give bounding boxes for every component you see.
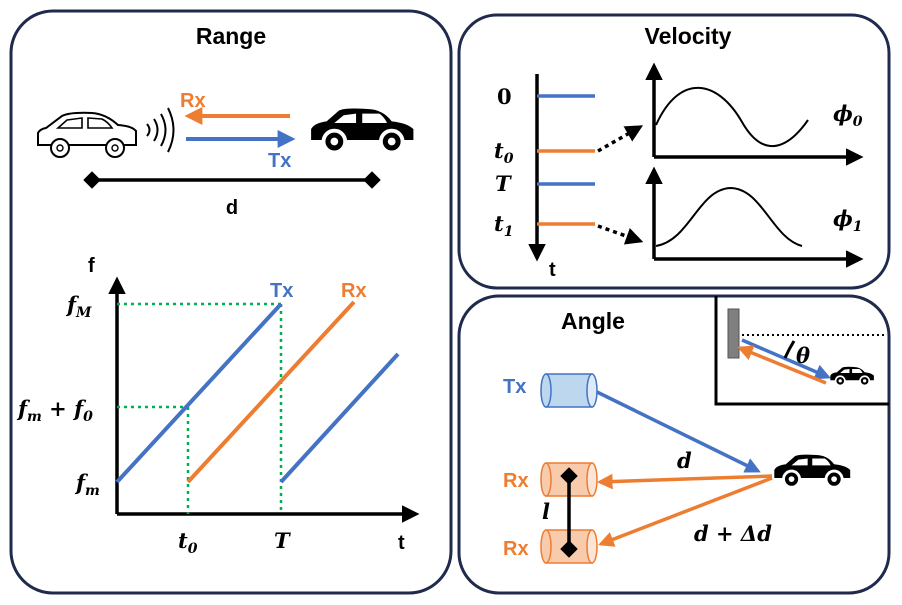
angle-panel: Angle θ Tx bbox=[457, 294, 891, 595]
chart-x-axis-label: t bbox=[398, 532, 405, 554]
inset-rx-ray bbox=[737, 345, 827, 385]
angle-title: Angle bbox=[561, 308, 625, 334]
range-panel-border bbox=[9, 9, 453, 595]
angle-inset: θ bbox=[714, 296, 889, 406]
range-panel: Range Rx Tx d bbox=[9, 9, 453, 595]
tx-chirp-2 bbox=[279, 352, 400, 484]
car-outline-icon bbox=[37, 111, 137, 158]
velocity-map-arrow-0 bbox=[597, 125, 644, 153]
range-rx-label: Rx bbox=[180, 90, 206, 112]
antenna-spacing-label: l bbox=[542, 499, 550, 524]
wall-icon bbox=[727, 308, 740, 359]
x-tick-T: T bbox=[274, 528, 291, 553]
velocity-tick-t0: t0 bbox=[494, 138, 514, 167]
range-title: Range bbox=[196, 23, 266, 49]
velocity-tick-t1: t1 bbox=[494, 211, 513, 240]
chart-rx-label: Rx bbox=[341, 280, 367, 302]
angle-tx-label: Tx bbox=[503, 376, 526, 398]
phase-plot-0: ϕ0 bbox=[645, 62, 864, 166]
phase-1-label: ϕ1 bbox=[833, 206, 863, 235]
velocity-tick-T: T bbox=[495, 171, 512, 196]
chart-tx-label: Tx bbox=[270, 280, 293, 302]
chart-y-axis-label: f bbox=[88, 255, 95, 277]
rx-chirp bbox=[186, 300, 356, 484]
velocity-panel-border bbox=[457, 13, 891, 290]
signal-waves-icon bbox=[146, 107, 175, 153]
angle-d-label: d bbox=[677, 448, 692, 473]
range-distance-label: d bbox=[226, 197, 238, 219]
angle-rx-ray-bottom bbox=[598, 476, 773, 547]
velocity-tick-0: 0 bbox=[497, 84, 512, 109]
inset-theta-label: θ bbox=[796, 343, 810, 368]
angle-tx-ray bbox=[596, 390, 761, 473]
angle-rx-ray-top bbox=[596, 473, 773, 490]
phase-plot-1: ϕ1 bbox=[645, 166, 864, 268]
phase-0-label: ϕ0 bbox=[833, 101, 863, 130]
inset-angle-arc bbox=[783, 340, 796, 359]
angle-d-plus-delta-label: d + Δd bbox=[694, 521, 772, 546]
range-tx-label: Tx bbox=[268, 150, 291, 172]
velocity-time-axis-label: t bbox=[549, 259, 556, 281]
velocity-panel: Velocity t 0 t0 T t1 ϕ0 ϕ1 bbox=[457, 13, 891, 290]
velocity-title: Velocity bbox=[645, 23, 732, 49]
tx-antenna bbox=[540, 373, 598, 408]
angle-rx-bottom-label: Rx bbox=[503, 538, 529, 560]
tx-chirp-1 bbox=[115, 302, 283, 484]
angle-rx-top-label: Rx bbox=[503, 470, 529, 492]
inset-tx-ray bbox=[741, 338, 831, 380]
inset-frame bbox=[714, 296, 889, 406]
range-fmcw-chart: f t Tx Rx fM fm + f0 fm t0 T bbox=[16, 255, 420, 557]
x-tick-t0: t0 bbox=[178, 528, 198, 557]
